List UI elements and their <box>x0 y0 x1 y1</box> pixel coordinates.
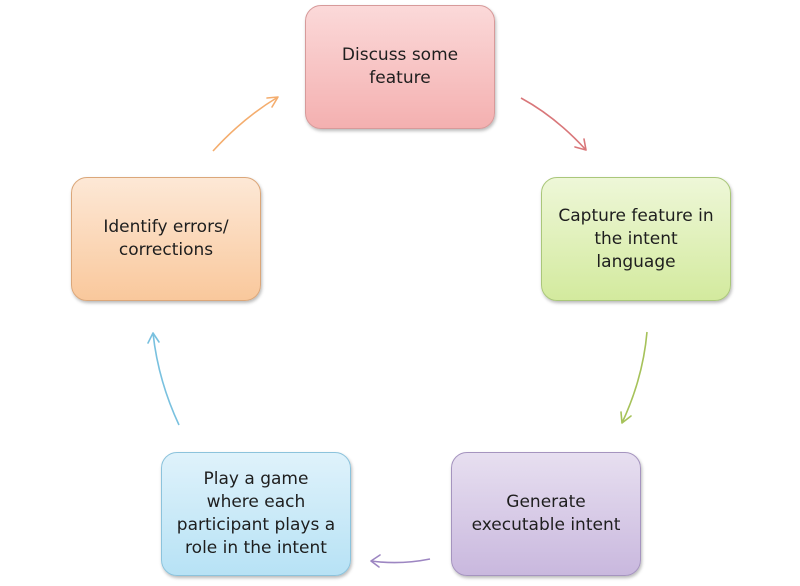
arrow-play-to-identify <box>147 332 180 426</box>
arrow-discuss-to-capture <box>520 97 587 151</box>
node-discuss-feature: Discuss some feature <box>305 5 495 129</box>
node-label: Capture feature in the intent language <box>558 205 713 274</box>
node-label-line: where each <box>206 492 306 512</box>
arrow-generate-to-play <box>370 554 431 568</box>
arrow-capture-to-generate <box>620 331 648 424</box>
node-label-line: executable intent <box>471 515 621 535</box>
node-label-line: Play a game <box>203 469 309 489</box>
node-label-line: the intent <box>594 228 678 249</box>
node-label-line: language <box>596 251 676 272</box>
arrow-identify-to-discuss <box>212 96 279 152</box>
node-label: Discuss some feature <box>342 44 458 90</box>
node-label: Play a game where each participant plays… <box>177 468 335 560</box>
node-label-line: Identify errors/ <box>103 217 229 237</box>
node-label: Identify errors/ corrections <box>103 216 228 262</box>
node-label: Generate executable intent <box>472 491 621 537</box>
node-label-line: Capture feature in <box>558 205 714 226</box>
node-capture-feature: Capture feature in the intent language <box>541 177 731 301</box>
node-play-game: Play a game where each participant plays… <box>161 452 351 576</box>
node-label-line: Generate <box>506 492 586 512</box>
node-label-line: participant plays a <box>176 515 336 535</box>
node-generate-intent: Generate executable intent <box>451 452 641 576</box>
node-label-line: feature <box>369 68 431 88</box>
node-label-line: role in the intent <box>185 538 327 558</box>
node-identify-errors: Identify errors/ corrections <box>71 177 261 301</box>
node-label-line: Discuss some <box>341 45 459 65</box>
node-label-line: corrections <box>118 240 214 260</box>
